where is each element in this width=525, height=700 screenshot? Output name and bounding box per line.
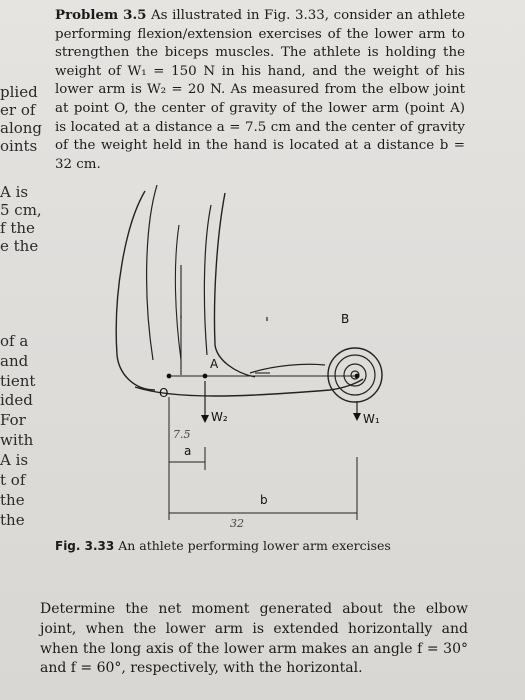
label-W2: W₂ bbox=[211, 410, 228, 424]
figure-caption: Fig. 3.33 An athlete performing lower ar… bbox=[55, 538, 485, 553]
weight-plate-inner bbox=[343, 363, 367, 387]
elbow-joint-point bbox=[166, 373, 172, 379]
previous-page-margin-text: plied er of along oints A is 5 cm, f the… bbox=[0, 0, 48, 700]
label-b: b bbox=[260, 493, 268, 507]
margin-line: of a bbox=[0, 332, 29, 350]
margin-line: the bbox=[0, 511, 25, 529]
margin-line: For bbox=[0, 411, 26, 429]
caption-text: An athlete performing lower arm exercise… bbox=[118, 538, 391, 553]
caption-label: Fig. 3.33 bbox=[55, 539, 115, 553]
margin-line: t of bbox=[0, 471, 26, 489]
problem-label: Problem 3.5 bbox=[55, 7, 147, 23]
margin-line: the bbox=[0, 491, 25, 509]
margin-line: and bbox=[0, 352, 29, 370]
hand-weight-point bbox=[354, 373, 360, 379]
upper-arm-outline bbox=[203, 204, 212, 356]
margin-line: A is bbox=[0, 451, 29, 469]
forearm-outline bbox=[249, 363, 326, 374]
forearm-outline bbox=[134, 378, 364, 397]
w1-arrow-head bbox=[353, 413, 361, 421]
weight-plate-outer bbox=[327, 347, 383, 403]
margin-line: plied bbox=[0, 83, 38, 101]
margin-line: ided bbox=[0, 391, 33, 409]
upper-arm-outline bbox=[213, 192, 256, 378]
weight-plate-ring bbox=[334, 354, 376, 396]
margin-line: along bbox=[0, 119, 43, 137]
margin-line: A is bbox=[0, 183, 29, 201]
problem-statement: Problem 3.5 As illustrated in Fig. 3.33,… bbox=[55, 6, 465, 174]
w2-arrow-head bbox=[201, 415, 209, 423]
label-O: O bbox=[159, 386, 168, 400]
margin-line: er of bbox=[0, 101, 36, 119]
label-W1: W₁ bbox=[363, 412, 380, 426]
margin-line: tient bbox=[0, 372, 36, 390]
label-A: A bbox=[210, 357, 219, 371]
margin-line: with bbox=[0, 431, 34, 449]
label-a: a bbox=[184, 444, 191, 458]
problem-text: As illustrated in Fig. 3.33, consider an… bbox=[55, 8, 465, 172]
upper-arm-outline bbox=[145, 185, 158, 361]
handwritten-a-value: 7.5 bbox=[173, 428, 191, 441]
margin-line: 5 cm, bbox=[0, 201, 42, 219]
question-text: Determine the net moment generated about… bbox=[40, 601, 468, 677]
margin-line: oints bbox=[0, 137, 38, 155]
margin-line: f the bbox=[0, 219, 35, 237]
margin-line: e the bbox=[0, 237, 39, 255]
center-of-gravity-point bbox=[202, 373, 208, 379]
upper-arm-outline bbox=[115, 190, 156, 391]
upper-arm-outline bbox=[174, 224, 182, 361]
handwritten-b-value: 32 bbox=[230, 517, 244, 530]
lower-arm-exercise-figure: O A B W₂ W₁ a b 7.5 32 bbox=[115, 185, 383, 530]
label-B: B bbox=[341, 312, 349, 326]
